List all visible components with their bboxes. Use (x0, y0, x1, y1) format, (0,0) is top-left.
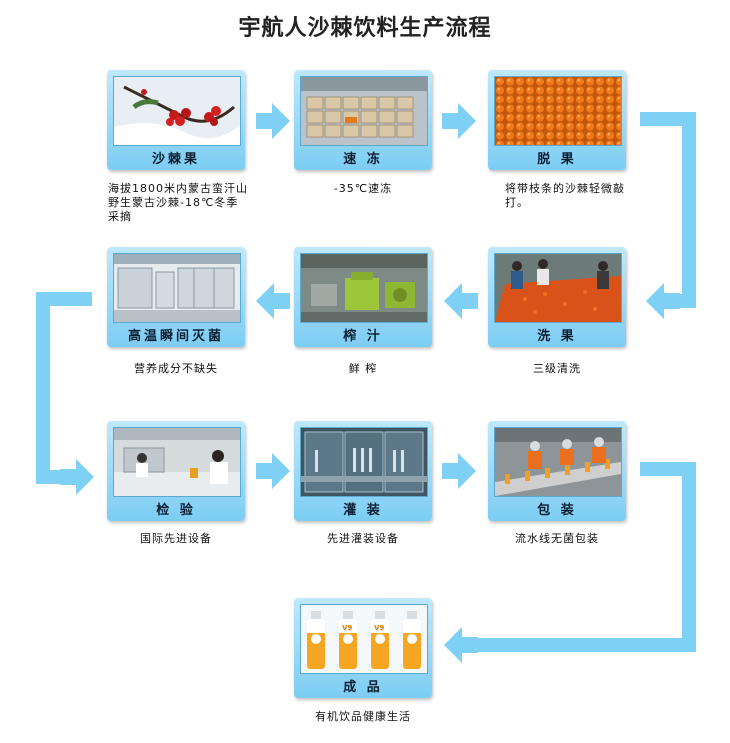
step-label: 速 冻 (343, 152, 383, 167)
step-label: 洗 果 (537, 329, 577, 344)
arrow-right-icon (256, 453, 290, 489)
step-description: 海拔1800米内蒙古蛮汗山野生蒙古沙棘-18℃冬季采摘 (108, 182, 248, 223)
freezer-crates-icon (300, 76, 428, 146)
step-description: 流水线无菌包装 (515, 532, 599, 545)
washing-line-icon (494, 253, 622, 323)
arrow-right-icon (256, 103, 290, 139)
step-description: 营养成分不缺失 (134, 362, 218, 375)
packing-line-icon (494, 427, 622, 497)
arrow-to-inspect-icon (60, 459, 94, 495)
arrow-to-product-icon (444, 627, 478, 663)
step-label: 高温瞬间灭菌 (127, 329, 224, 344)
step-description: 先进灌装设备 (327, 532, 399, 545)
berry-branch-icon (113, 76, 241, 146)
step-card-fill: 灌 装 (294, 421, 432, 521)
step-card-destem: 脱 果 (488, 70, 626, 170)
sterilizer-room-icon (113, 253, 241, 323)
orange-berries-icon (494, 76, 622, 146)
arrow-right-icon (442, 453, 476, 489)
step-card-wash: 洗 果 (488, 247, 626, 347)
bottle-brand-text: V9 (342, 624, 352, 632)
step-card-berry: 沙棘果 (107, 70, 245, 170)
arrow-to-wash-icon (646, 283, 680, 319)
step-label: 检 验 (156, 503, 196, 518)
step-description: 将带枝条的沙棘轻微敲打。 (505, 182, 625, 209)
step-description: 鲜 榨 (348, 362, 378, 375)
step-label: 成 品 (343, 680, 383, 695)
juicer-machine-icon (300, 253, 428, 323)
step-description: -35℃速冻 (333, 182, 393, 195)
bottle-brand-text: V9 (374, 624, 384, 632)
step-card-sterilize: 高温瞬间灭菌 (107, 247, 245, 347)
page-title: 宇航人沙棘饮料生产流程 (238, 16, 492, 41)
step-card-pack: 包 装 (488, 421, 626, 521)
step-card-product: V9 V9 成 品 (294, 598, 432, 698)
arrow-left-icon (444, 283, 478, 319)
step-description: 国际先进设备 (140, 532, 212, 545)
step-card-freeze: 速 冻 (294, 70, 432, 170)
step-label: 榨 汁 (343, 329, 383, 344)
filling-machine-icon (300, 427, 428, 497)
step-label: 脱 果 (537, 152, 577, 167)
step-label: 沙棘果 (151, 152, 200, 167)
arrow-right-icon (442, 103, 476, 139)
step-card-juice: 榨 汁 (294, 247, 432, 347)
step-card-inspect: 检 验 (107, 421, 245, 521)
bottles-icon: V9 V9 (300, 604, 428, 674)
arrow-left-icon (256, 283, 290, 319)
lab-icon (113, 427, 241, 497)
step-label: 包 装 (537, 503, 577, 518)
step-label: 灌 装 (343, 503, 383, 518)
step-description: 有机饮品健康生活 (315, 710, 411, 723)
step-description: 三级清洗 (533, 362, 581, 375)
